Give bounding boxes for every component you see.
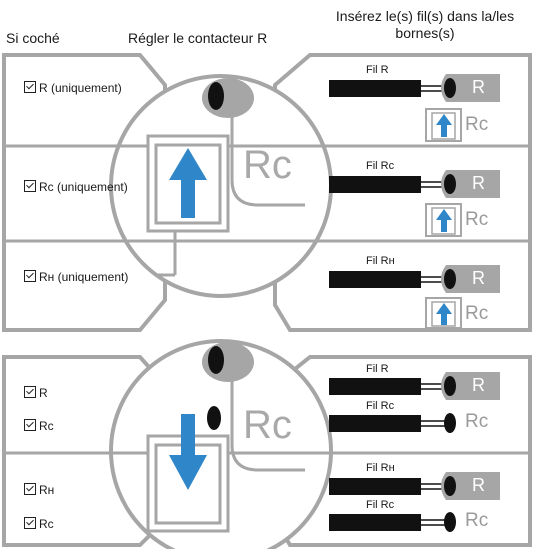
wire-label-r: Fil R (366, 64, 389, 76)
checked-box-icon (24, 270, 36, 282)
checked-box-icon (24, 483, 36, 495)
top-wire-row-2 (329, 170, 500, 237)
wire-label-rh: Fil Rн (366, 462, 395, 474)
checkbox-label-r: R (24, 385, 48, 400)
checkbox-label-rc: Rc (24, 516, 54, 531)
top-switch-label: Rc (243, 143, 292, 187)
bottom-wire-group-2 (329, 472, 500, 532)
checkbox-label-rc: Rc (24, 418, 54, 433)
terminal-rc: Rc (465, 411, 489, 432)
checked-box-icon (24, 81, 36, 93)
top-panel-left (2, 53, 167, 332)
checkbox-label-r-only: R (uniquement) (24, 80, 122, 95)
wire-label-rc: Fil Rc (366, 400, 395, 412)
terminal-rc: Rc (465, 510, 489, 531)
terminal-r: R (472, 77, 485, 97)
bottom-terminal-screw-1 (208, 346, 224, 374)
terminal-r: R (472, 475, 485, 495)
terminal-r: R (472, 375, 485, 395)
terminal-rc: Rc (465, 209, 489, 230)
checkbox-label-rc-only: Rc (uniquement) (24, 179, 128, 194)
bottom-switch-arrow (169, 414, 207, 490)
header-if-checked: Si coché (6, 30, 60, 46)
top-switch-arrow (169, 148, 207, 218)
wire-label-rh: Fil Rн (366, 255, 395, 267)
header-set-switch: Régler le contacteur R (128, 30, 268, 46)
terminal-rc: Rc (465, 114, 489, 135)
top-terminal-screw (208, 82, 224, 110)
checked-box-icon (24, 180, 36, 192)
checked-box-icon (24, 419, 36, 431)
bottom-terminal-screw-2 (207, 406, 221, 430)
terminal-r: R (472, 173, 485, 193)
top-wire-row-1 (329, 74, 500, 142)
wire-label-rc: Fil Rc (366, 160, 395, 172)
terminal-rc: Rc (465, 303, 489, 324)
top-wire-row-3 (329, 265, 500, 329)
checkbox-label-rh-only: Rн (uniquement) (24, 269, 128, 284)
header-insert-wires: Insérez le(s) fil(s) dans la/les bornes(… (335, 8, 515, 41)
bottom-switch-label: Rc (243, 403, 292, 447)
wire-label-rc: Fil Rc (366, 499, 395, 511)
bottom-wire-group-1 (329, 372, 500, 433)
terminal-r: R (472, 268, 485, 288)
checked-box-icon (24, 386, 36, 398)
checked-box-icon (24, 517, 36, 529)
wire-label-r: Fil R (366, 363, 389, 375)
checkbox-label-rh: Rн (24, 482, 54, 497)
